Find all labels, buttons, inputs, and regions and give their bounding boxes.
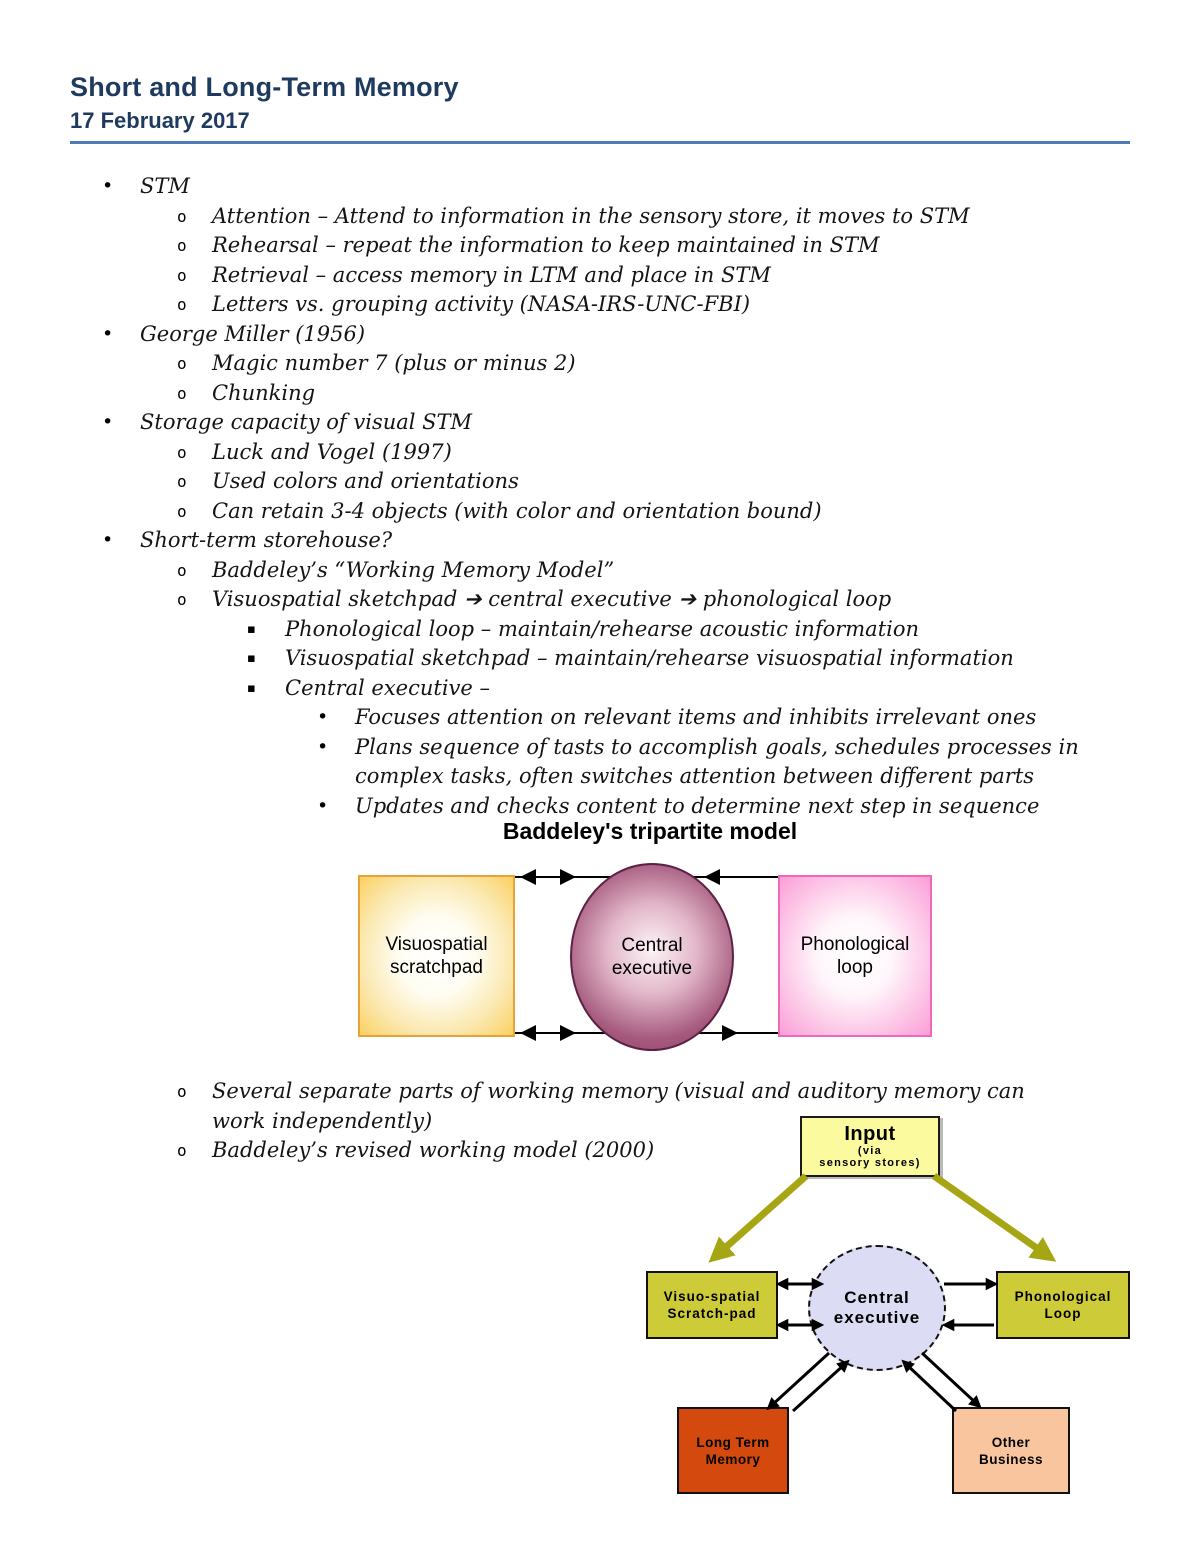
circle-bullet-icon: o [177,354,187,373]
phonological-loop-box-2: Phonological Loop [996,1271,1130,1339]
tripartite-diagram-title: Baddeley's tripartite model [502,818,798,844]
list-item: o Visuospatial sketchpad ➔ central execut… [0,585,1130,615]
central-executive-label: Central executive [611,935,693,979]
bullet-icon: • [102,175,114,197]
square-bullet-icon: ▪ [247,621,256,637]
circle-bullet-icon: o [177,295,187,314]
circle-bullet-icon: o [177,383,187,403]
list-item-text: Luck and Vogel (1997) [212,439,452,464]
other-business-label: Other Business [978,1434,1044,1467]
bullet-icon: • [102,322,114,345]
list-item-text: Short-term storehouse? [140,528,393,552]
list-item: ▪ Central executive – [0,674,1130,704]
long-term-memory-box: Long Term Memory [677,1407,789,1494]
bullet-icon: • [317,735,329,758]
list-item-text: Letters vs. grouping activity (NASA-IRS-… [212,292,751,316]
notes-list: • STM o Attention – Attend to information … [0,172,1130,821]
list-item-text: George Miller (1956) [140,321,366,346]
circle-bullet-icon: o [177,501,187,521]
list-item: • Plans sequence of tasts to accomplish g… [0,733,1130,792]
list-item-text: Used colors and orientations [212,469,519,493]
central-executive-label-2: Central executive [833,1288,921,1327]
circle-bullet-icon: o [177,442,187,462]
list-item-text: Baddeley’s revised working model (2000) [212,1138,655,1162]
circle-bullet-icon: o [177,472,187,491]
list-item: o Attention – Attend to information in th… [0,202,1130,232]
input-box: Input (via sensory stores) [800,1116,940,1177]
list-item-text: STM [140,174,190,198]
bullet-icon: • [102,411,114,433]
square-bullet-icon: ▪ [247,680,256,696]
circle-bullet-icon: o [177,590,187,609]
central-executive-ellipse: Central executive [570,863,734,1051]
page-date: 17 February 2017 [70,108,250,133]
notes-list-continued: o Several separate parts of working memor… [0,1077,1130,1166]
input-sublabel: (via sensory stores) [819,1145,921,1169]
list-item-text: Central executive – [285,675,491,700]
visuospatial-scratchpad-label-2: Visuo-spatial Scratch-pad [663,1289,761,1321]
list-item-text: Rehearsal – repeat the information to ke… [212,233,880,257]
list-item: • STM [0,172,1130,202]
phonological-loop-box: Phonological loop [778,875,932,1037]
bullet-icon: • [317,706,329,728]
input-label: Input [844,1123,896,1145]
circle-bullet-icon: o [177,236,187,255]
list-item-text: Updates and checks content to determine … [355,793,1040,818]
visuospatial-scratchpad-box: Visuospatial scratchpad [358,875,515,1037]
list-item-text: Several separate parts of working memory… [212,1079,1025,1133]
list-item: o Baddeley’s revised working model (2000) [0,1136,1130,1166]
list-item-text: Attention – Attend to information in the… [212,203,970,228]
list-item: • Focuses attention on relevant items and… [0,703,1130,733]
list-item: o Letters vs. grouping activity (NASA-IRS… [0,290,1130,320]
page-title: Short and Long-Term Memory [70,72,459,102]
list-item: • Updates and checks content to determine… [0,792,1130,822]
circle-bullet-icon: o [177,1082,187,1101]
list-item-text: Retrieval – access memory in LTM and pla… [212,262,771,287]
header-divider [70,141,1130,144]
other-business-box: Other Business [952,1407,1070,1494]
list-item-text: Visuospatial sketchpad ➔ central executi… [212,587,892,611]
list-item: o Chunking [0,379,1130,409]
list-item: ▪ Phonological loop – maintain/rehearse a… [0,615,1130,645]
list-item: ▪ Visuospatial sketchpad – maintain/rehea… [0,644,1130,674]
square-bullet-icon: ▪ [247,651,256,666]
visuospatial-scratchpad-box-2: Visuo-spatial Scratch-pad [646,1271,778,1339]
list-item: o Can retain 3-4 objects (with color and … [0,497,1130,527]
phonological-loop-label-2: Phonological Loop [1014,1289,1112,1321]
list-item-text: Phonological loop – maintain/rehearse ac… [285,616,920,641]
list-item: • Storage capacity of visual STM [0,408,1130,438]
list-item: o Rehearsal – repeat the information to k… [0,231,1130,261]
visuospatial-scratchpad-label: Visuospatial scratchpad [385,934,488,978]
list-item: o Several separate parts of working memor… [0,1077,1130,1136]
list-item: • Short-term storehouse? [0,526,1130,556]
bullet-icon: • [317,794,329,817]
phonological-loop-label: Phonological loop [800,934,910,978]
list-item-text: Focuses attention on relevant items and … [355,705,1037,729]
list-item: o Magic number 7 (plus or minus 2) [0,349,1130,379]
circle-bullet-icon: o [177,206,187,226]
list-item-text: Can retain 3-4 objects (with color and o… [212,498,822,523]
list-item-text: Chunking [212,380,316,405]
circle-bullet-icon: o [177,1141,187,1160]
list-item: • George Miller (1956) [0,320,1130,350]
central-executive-circle: Central executive [808,1245,946,1371]
list-item: o Luck and Vogel (1997) [0,438,1130,468]
list-item-text: Visuospatial sketchpad – maintain/rehear… [285,646,1014,670]
circle-bullet-icon: o [177,265,187,285]
long-term-memory-label: Long Term Memory [696,1434,770,1467]
list-item: o Retrieval – access memory in LTM and pl… [0,261,1130,291]
list-item-text: Baddeley’s “Working Memory Model” [212,557,615,582]
list-item-text: Storage capacity of visual STM [140,410,473,434]
circle-bullet-icon: o [177,560,187,580]
list-item: o Used colors and orientations [0,467,1130,497]
list-item-text: Plans sequence of tasts to accomplish go… [355,734,1079,789]
list-item: o Baddeley’s “Working Memory Model” [0,556,1130,586]
bullet-icon: • [102,529,114,551]
list-item-text: Magic number 7 (plus or minus 2) [212,351,576,375]
